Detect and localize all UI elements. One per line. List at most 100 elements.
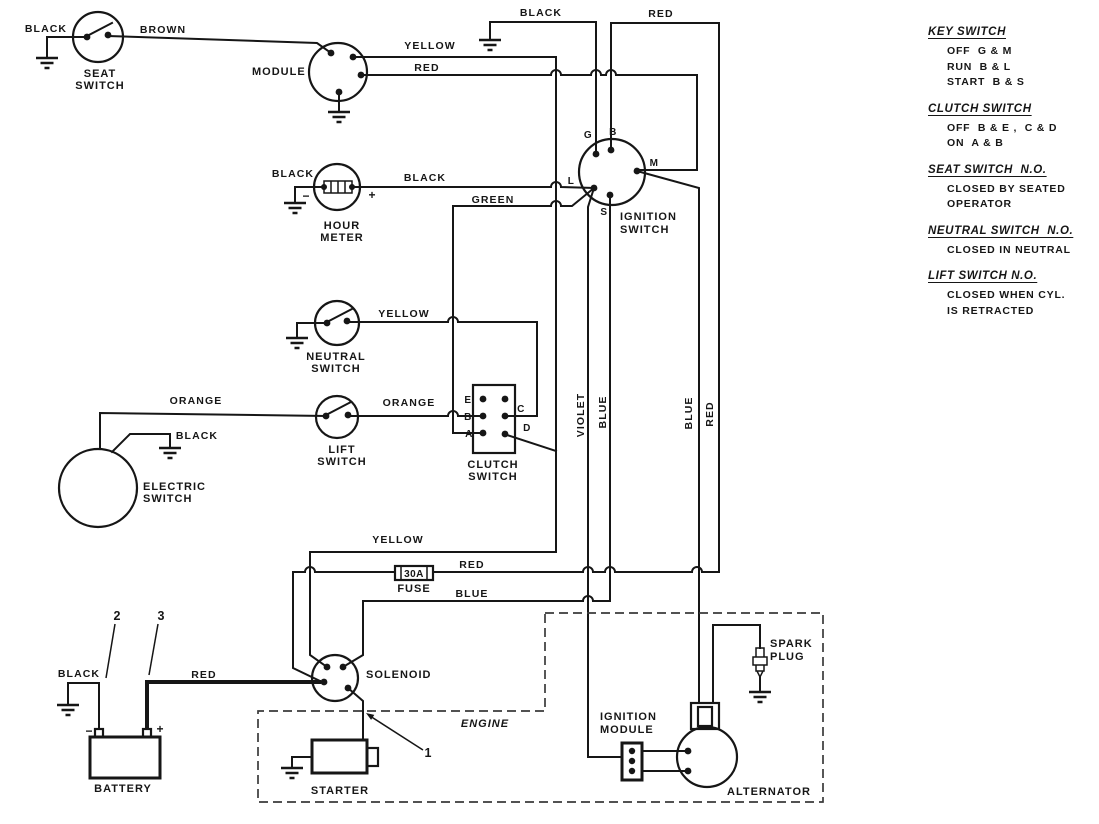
seat-switch-symbol: [71, 10, 125, 64]
solenoid-symbol: [310, 653, 360, 703]
legend-lift-switch: LIFT SWITCH N.O. CLOSED WHEN CYL. IS RET…: [928, 270, 1099, 319]
legend-title: CLUTCH SWITCH: [928, 102, 1032, 115]
magneto-connector-symbol: [689, 701, 721, 731]
label-ignition-module: MODULE: [600, 724, 654, 736]
pin-ignition-g: G: [584, 130, 592, 141]
ground-icon: [284, 336, 310, 350]
label-red-battery: RED: [191, 669, 216, 681]
label-fuse: FUSE: [397, 583, 430, 595]
label-black-hour-left: BLACK: [272, 168, 314, 180]
ignition-switch-symbol: [577, 137, 647, 207]
label-engine: ENGINE: [461, 718, 509, 730]
callout-3: 3: [158, 609, 165, 623]
wire-blue-s-to-solenoid: [341, 197, 611, 669]
label-spark-plug: PLUG: [770, 651, 805, 663]
legend-title: NEUTRAL SWITCH N.O.: [928, 224, 1074, 237]
wire-hour-meter-left: [294, 186, 315, 204]
fuse-symbol: [393, 564, 435, 582]
ground-icon: [157, 446, 183, 460]
callout-leaders: [105, 623, 424, 751]
label-red-top: RED: [648, 8, 673, 20]
pin-labels: G B M L S E B A C D − + − +: [85, 127, 659, 738]
pin-clutch-c: C: [517, 404, 525, 415]
pin-clutch-a: A: [465, 429, 473, 440]
label-lift-switch: LIFT: [328, 444, 355, 456]
legend-line: CLOSED BY SEATED: [947, 182, 1066, 195]
label-module: MODULE: [252, 66, 306, 78]
label-yellow-module: YELLOW: [404, 40, 456, 52]
ground-symbols: [34, 38, 773, 780]
legend-key-switch: KEY SWITCH OFF G & M RUN B & L START B &…: [928, 26, 1099, 91]
label-seat-switch: SEAT: [84, 68, 117, 80]
wire-red-fuse-left: [292, 566, 396, 684]
arrowhead-icon: [366, 713, 375, 720]
ground-icon: [55, 703, 81, 717]
wire-green-l-to-clutch-a: [452, 186, 596, 434]
label-hour-meter: HOUR: [324, 220, 360, 232]
starter-symbol: [310, 738, 380, 775]
label-blue-start: BLUE: [597, 396, 609, 429]
pin-clutch-d: D: [523, 423, 531, 434]
hour-meter-symbol: [312, 162, 362, 212]
label-fuse-rating: 30A: [404, 569, 424, 580]
wire-black-battery-ground: [67, 682, 100, 730]
label-neutral-switch: NEUTRAL: [306, 351, 366, 363]
legend-seat-switch: SEAT SWITCH N.O. CLOSED BY SEATED OPERAT…: [928, 164, 1099, 213]
label-starter: STARTER: [311, 785, 369, 797]
wire-blue-m-to-magneto: [635, 169, 700, 704]
neutral-switch-symbol: [313, 299, 361, 347]
wire-orange-lift-to-clutch-b: [347, 410, 482, 417]
label-violet: VIOLET: [575, 393, 587, 438]
label-hour-meter: METER: [320, 232, 364, 244]
legend-line: START B & S: [947, 76, 1025, 88]
hour-meter-plus: +: [368, 188, 375, 202]
component-labels: SEAT SWITCH MODULE HOUR METER IGNITION S…: [75, 66, 811, 798]
label-black-top: BLACK: [520, 7, 562, 19]
label-yellow-solenoid: YELLOW: [372, 534, 424, 546]
battery-plus: +: [156, 722, 163, 736]
label-solenoid: SOLENOID: [366, 669, 431, 681]
label-yellow-neutral: YELLOW: [378, 308, 430, 320]
label-battery: BATTERY: [94, 783, 152, 795]
label-alternator: ALTERNATOR: [727, 786, 811, 798]
ground-icon: [326, 110, 352, 124]
wire-black-electric-ground: [110, 433, 171, 454]
lift-switch-symbol: [314, 394, 360, 440]
label-orange-electric: ORANGE: [170, 395, 223, 407]
pin-ignition-s: S: [600, 207, 607, 218]
wire-black-hour-to-l: [359, 181, 596, 190]
wire-red-battery-to-solenoid: [145, 680, 321, 729]
legend-line: RUN B & L: [947, 60, 1011, 73]
legend-clutch-switch: CLUTCH SWITCH OFF B & E , C & D ON A & B: [928, 103, 1099, 152]
label-seat-switch: SWITCH: [75, 80, 124, 92]
label-red-fuse: RED: [459, 559, 484, 571]
label-lift-switch: SWITCH: [317, 456, 366, 468]
legend-line: OPERATOR: [947, 198, 1012, 210]
wire-red-fuse-right: [432, 566, 720, 573]
label-electric-switch: ELECTRIC: [143, 481, 206, 493]
label-black-hour-right: BLACK: [404, 172, 446, 184]
wire-brown: [106, 34, 333, 55]
wire-neutral-ground: [296, 322, 328, 339]
hour-meter-minus: −: [302, 189, 309, 203]
pin-ignition-m: M: [650, 158, 659, 169]
label-ignition-switch: SWITCH: [620, 224, 669, 236]
label-orange-lift: ORANGE: [383, 397, 436, 409]
legend-line: CLOSED IN NEUTRAL: [947, 243, 1071, 256]
wires: [46, 21, 761, 772]
label-clutch-switch: SWITCH: [468, 471, 517, 483]
label-electric-switch: SWITCH: [143, 493, 192, 505]
pin-ignition-b: B: [609, 127, 617, 138]
wire-starter-ground: [291, 756, 313, 769]
wire-red-top-b-to-fuse: [610, 22, 720, 573]
module-symbol: [307, 41, 369, 103]
label-brown: BROWN: [140, 24, 186, 36]
pin-clutch-e: E: [464, 395, 471, 406]
ground-icon: [279, 766, 305, 780]
label-black-battery: BLACK: [58, 668, 100, 680]
label-neutral-switch: SWITCH: [311, 363, 360, 375]
legend-line: OFF G & M: [947, 45, 1013, 57]
label-ignition-module: IGNITION: [600, 711, 657, 723]
legend-title: LIFT SWITCH N.O.: [928, 270, 1038, 282]
